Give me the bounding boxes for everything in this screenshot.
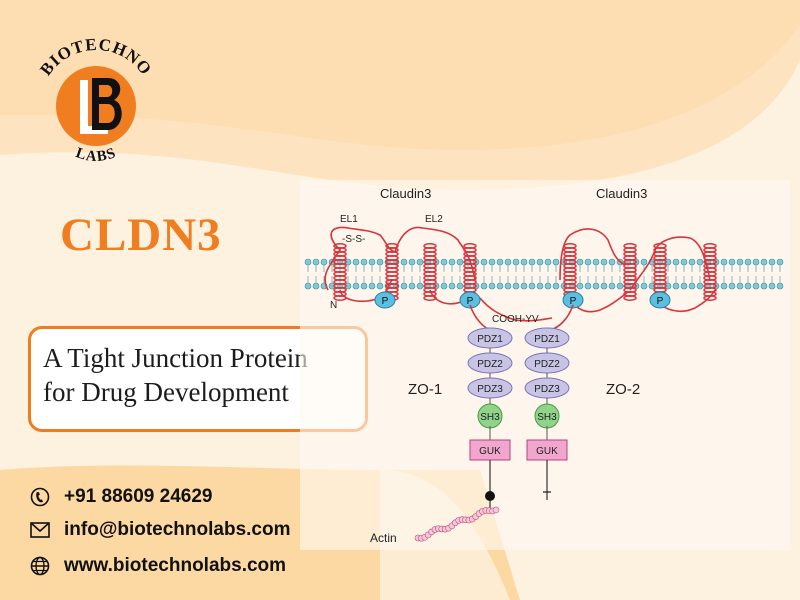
zo2-label: ZO-2 [606, 381, 640, 398]
el1-label: EL1 [340, 214, 358, 225]
tagline-line-1: A Tight Junction Protein [43, 343, 308, 373]
cooh-label: COOH-YV [492, 314, 539, 325]
claudin-zo-diagram: P P P P Claudin3 Claudin3 EL1 EL2 -S-S- N C… [300, 180, 790, 550]
svg-text:SH3: SH3 [480, 412, 500, 423]
logo-bottom-text: LABS [74, 145, 119, 165]
helix-6 [623, 243, 637, 301]
tagline-line-2: for Drug Development [43, 377, 289, 407]
contact-phone[interactable]: +91 88609 24629 [30, 486, 212, 508]
actin-filament [414, 506, 500, 542]
actin-label: Actin [370, 531, 397, 545]
svg-text:PDZ3: PDZ3 [534, 384, 560, 395]
el2-label: EL2 [425, 214, 443, 225]
contact-email[interactable]: info@biotechnolabs.com [30, 519, 290, 541]
svg-text:P: P [570, 296, 577, 307]
phospho-site-2: P [459, 291, 481, 309]
claudin-left-label: Claudin3 [380, 186, 431, 201]
globe-icon [30, 556, 50, 576]
svg-text:SH3: SH3 [537, 412, 557, 423]
email-address: info@biotechnolabs.com [64, 519, 291, 540]
svg-text:PDZ1: PDZ1 [477, 334, 503, 345]
svg-text:PDZ2: PDZ2 [477, 359, 503, 370]
website-url: www.biotechnolabs.com [64, 555, 287, 576]
biotechno-labs-logo: BIOTECHNO LABS [36, 35, 155, 165]
svg-text:GUK: GUK [479, 446, 501, 457]
svg-text:GUK: GUK [536, 446, 558, 457]
helix-8 [703, 243, 717, 301]
page-title: CLDN3 [60, 209, 222, 261]
n-terminus-label: N [330, 300, 337, 311]
phone-icon [30, 487, 50, 507]
svg-text:P: P [657, 296, 664, 307]
contact-website[interactable]: www.biotechnolabs.com [30, 555, 286, 577]
svg-text:P: P [467, 296, 474, 307]
claudin-right-label: Claudin3 [596, 186, 647, 201]
svg-text:P: P [382, 296, 389, 307]
helix-3 [423, 243, 437, 301]
phospho-site-3: P [562, 291, 584, 309]
tagline: A Tight Junction Protein for Drug Develo… [43, 341, 308, 409]
disulfide-label: -S-S- [342, 234, 365, 245]
svg-text:PDZ2: PDZ2 [534, 359, 560, 370]
transmembrane-helices [333, 243, 717, 301]
svg-text:PDZ1: PDZ1 [534, 334, 560, 345]
phospho-site-4: P [649, 291, 671, 309]
helix-5 [563, 243, 577, 301]
zo1-label: ZO-1 [408, 381, 442, 398]
phospho-site-1: P [374, 291, 396, 309]
svg-text:PDZ3: PDZ3 [477, 384, 503, 395]
helix-1 [333, 243, 347, 301]
envelope-icon [30, 520, 50, 540]
helix-2 [385, 243, 399, 301]
phone-number: +91 88609 24629 [64, 486, 213, 507]
